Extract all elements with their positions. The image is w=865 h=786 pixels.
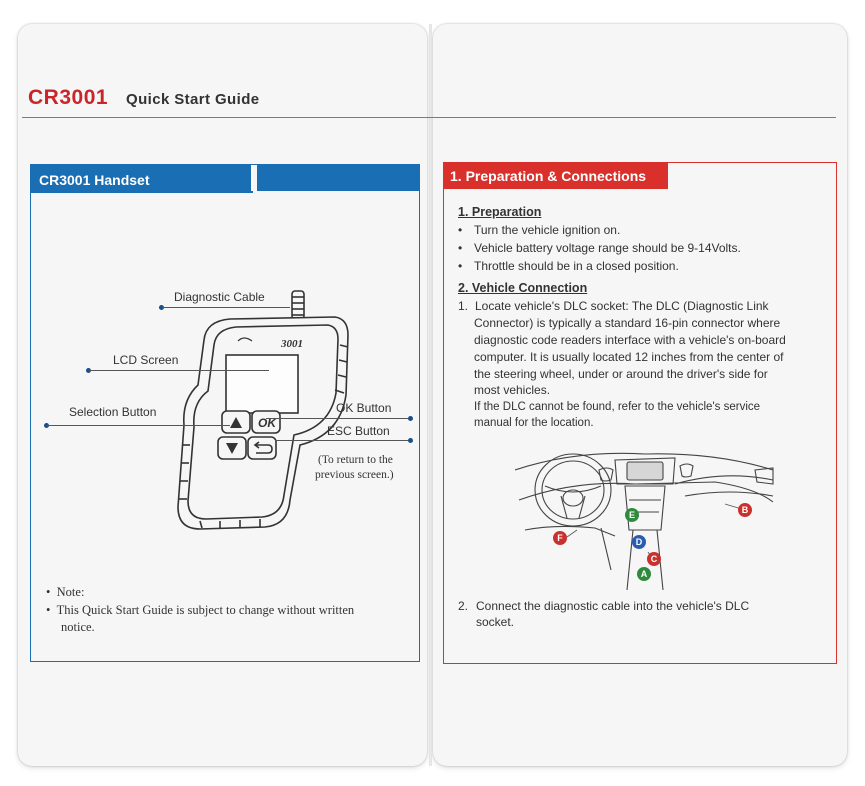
step1-line-3: diagnostic code readers interface with a… [474,333,786,347]
prep-bullet-1: •Turn the vehicle ignition on. [458,223,621,237]
page-fold [429,24,432,766]
ok-dot [408,416,413,421]
ok-key-text: OK [258,416,277,430]
step1-line-4: computer. It is usually located 12 inche… [474,350,784,364]
handset-heading-bar [257,165,419,191]
ok-leader [266,418,411,419]
note-text-1: This Quick Start Guide is subject to cha… [56,603,355,617]
cable-leader [162,307,290,308]
preparation-panel: 1. Preparation & Connections [443,162,837,664]
vehicle-connection-subheading: 2. Vehicle Connection [458,281,588,295]
cable-dot [159,305,164,310]
note-label-text: Note: [56,585,85,599]
esc-note-line2: previous screen.) [315,469,394,481]
diagnostic-cable-label: Diagnostic Cable [174,290,265,304]
handset-heading: CR3001 Handset [31,165,253,191]
guide-title: Quick Start Guide [126,91,260,108]
preparation-heading: 1. Preparation & Connections [444,163,668,189]
marker-e: E [625,508,639,522]
prep-bullet-3: •Throttle should be in a closed position… [458,259,679,273]
esc-button-label: ESC Button [327,424,390,438]
esc-dot [408,438,413,443]
esc-note-line1: (To return to the [318,454,393,466]
step2-line-2: socket. [476,615,515,629]
ok-button-label: OK Button [336,401,392,415]
preparation-subheading: 1. Preparation [458,205,542,219]
prep-bullet-2: •Vehicle battery voltage range should be… [458,241,741,255]
marker-c: C [647,552,661,566]
lcd-dot [86,368,91,373]
selection-leader [47,425,230,426]
lcd-screen-label: LCD Screen [113,353,179,367]
prep-bullet-2-text: Vehicle battery voltage range should be … [474,241,741,255]
handset-illustration: OK 3001 [177,290,349,530]
selection-button-label: Selection Button [69,405,157,419]
selection-dot [44,423,49,428]
marker-f: F [553,531,567,545]
step1-extra-2: manual for the location. [474,417,594,429]
brand-title: CR3001 [28,86,109,109]
lcd-leader [89,370,269,371]
title-rule [22,117,836,118]
marker-b: B [738,503,752,517]
device-model-text: 3001 [280,338,303,350]
esc-leader [275,440,411,441]
step2-line-1: Connect the diagnostic cable into the ve… [476,599,750,613]
step1-line-1: Locate vehicle's DLC socket: The DLC (Di… [475,299,769,313]
note-label: • Note: [46,585,85,599]
step1-number: 1. [458,299,469,313]
note-text-line2: notice. [61,620,95,634]
handset-panel: CR3001 Handset [30,164,420,662]
step1-line-2: Connector) is typically a standard 16-pi… [474,316,781,330]
marker-d: D [632,535,646,549]
note-text-line1: • This Quick Start Guide is subject to c… [46,603,355,617]
step1-line-6: most vehicles. [474,383,551,397]
step1-line-5: the steering wheel, under or around the … [474,367,768,381]
step2-number: 2. [458,599,469,613]
step1-extra-1: If the DLC cannot be found, refer to the… [474,401,761,413]
prep-bullet-3-text: Throttle should be in a closed position. [474,259,679,273]
marker-a: A [637,567,651,581]
handset-heading-underline [31,191,253,193]
prep-bullet-1-text: Turn the vehicle ignition on. [474,223,621,237]
